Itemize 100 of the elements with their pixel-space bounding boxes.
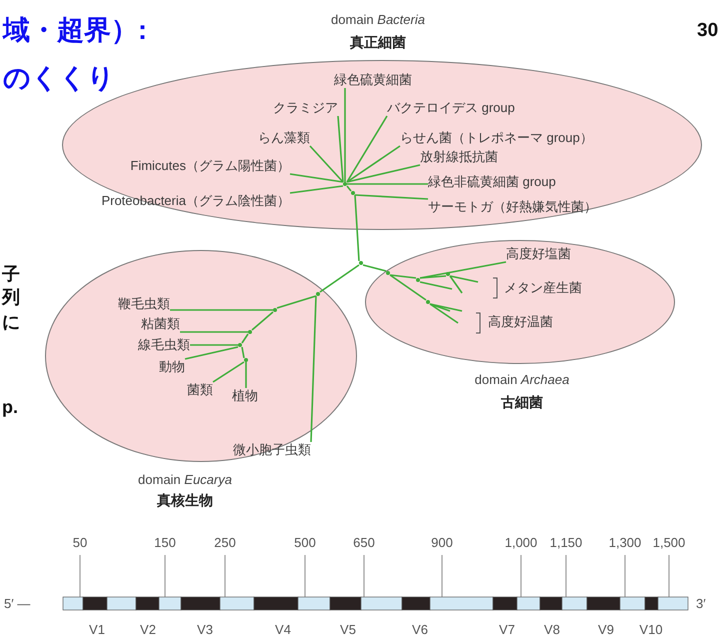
region-label: V5 [340,622,356,637]
tree-branch [354,194,360,262]
taxon-label: 粘菌類 [141,316,180,332]
tree-branch [241,346,245,358]
tree-branch [354,194,428,200]
branch-point [426,300,430,304]
tree-branch [390,274,426,301]
tree-branch [420,261,506,279]
tick-label: 1,000 [504,535,538,550]
branch-point [351,191,355,195]
tick-label: 900 [431,535,453,550]
tree-branch [346,116,388,182]
taxon-label: 菌類 [187,382,213,398]
tree-branch [190,344,238,346]
tree-branch [346,164,420,183]
tick-label: 1,150 [550,535,582,550]
branch-point [238,343,242,347]
tree-branch [310,296,317,442]
region-label: V9 [598,622,614,637]
tree-branch [290,185,344,194]
tree-branch [347,183,428,185]
branch-point [273,308,277,312]
region-label: V8 [544,622,560,637]
taxon-label: 緑色非硫黄細菌 group [428,174,556,190]
taxon-label: バクテロイデス group [387,100,515,116]
taxon-label: 線毛虫類 [138,337,190,353]
heading-fragment: のくくり [3,62,115,95]
domain-heading: domain Bacteria [331,12,425,28]
tree-branch [184,346,238,360]
taxon-label: 植物 [232,388,258,404]
tree-branch [320,264,360,293]
tree-branch [290,173,344,183]
domain-name: 古細菌 [501,394,543,410]
region-label: V2 [140,622,156,637]
tree-branch [362,264,386,272]
tree-branch [212,361,244,383]
domain-name: 真正細菌 [350,34,406,50]
tree-branch [344,88,346,182]
tick-label: 50 [72,535,88,550]
text-fragment: 子 [2,263,20,286]
tick-label: 650 [353,535,375,550]
tree-branch [420,275,446,279]
tick-label: 1,300 [608,535,642,550]
strand-end-label: 3′ [696,596,706,611]
domain-heading: domain Archaea [474,372,570,388]
region-label: V7 [499,622,515,637]
tree-branch [251,311,274,331]
tree-branch [241,334,249,344]
taxon-label: 高度好塩菌 [506,246,571,262]
taxon-label: 緑色硫黄細菌 [334,72,412,88]
text-fragment: に [2,311,20,334]
tree-branch [180,331,248,333]
branch-point [386,271,390,275]
tree-branch [390,274,416,279]
tree-branch [430,303,450,312]
tick-label: 150 [154,535,176,550]
branch-point [316,292,320,296]
taxon-label: サーモトガ（好熱嫌気性菌） [428,199,597,215]
branch-point [359,261,363,265]
tree-branch [450,275,478,283]
tree-branch [309,145,344,183]
branch-point [244,358,248,362]
strand-end-label: 5′ — [4,596,30,611]
region-label: V4 [275,622,291,637]
heading-fragment: 域・超界）: [3,14,147,47]
tree-branch [430,303,462,312]
tick-label: 1,500 [652,535,686,550]
tick-label: 500 [294,535,316,550]
taxon-label: メタン産生菌 [504,280,582,296]
text-fragment: p. [2,397,18,418]
taxon-label: Fimicutes（グラム陽性菌） [130,158,290,174]
taxon-label: 高度好温菌 [488,314,553,330]
domain-name: 真核生物 [157,492,213,508]
taxon-label: 動物 [159,359,185,375]
tree-branch [276,295,316,309]
text-fragment: 列 [2,286,20,309]
tick-label: 250 [214,535,236,550]
domain-heading: domain Eucarya [138,472,232,488]
taxon-label: らん藻類 [258,130,310,146]
branch-point [343,182,347,186]
page-number: 30 [697,20,718,42]
taxon-label: クラミジア [273,100,338,116]
taxon-label: 放射線抵抗菌 [420,149,498,165]
branch-point [446,272,450,276]
tree-branch [245,362,247,388]
region-label: V6 [412,622,428,637]
region-label: V1 [89,622,105,637]
taxon-label: らせん菌（トレポネーマ group） [400,130,593,146]
region-label: V3 [197,622,213,637]
branch-point [248,330,252,334]
tree-branch [449,276,463,294]
region-label: V10 [639,622,663,637]
tree-branch [170,309,273,311]
tree-branch [337,116,344,182]
tree-branch [346,186,352,192]
tree-branch [346,145,400,183]
tree-branch [420,281,452,290]
branch-point [416,278,420,282]
tree-branch [430,303,458,324]
taxon-label: 鞭毛虫類 [118,296,170,312]
